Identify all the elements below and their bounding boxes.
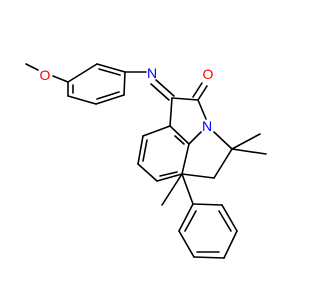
bond-methyl-1	[231, 133, 261, 150]
bond-fused-6	[142, 125, 171, 137]
bond-fused-2	[181, 143, 190, 175]
bond-anisole-double-2	[96, 91, 120, 100]
bond-ch2-quaternary	[181, 173, 215, 179]
diagram-background	[0, 0, 300, 300]
bond-carbonyl-1	[197, 85, 208, 101]
carbonyl-oxygen-label: O	[203, 66, 214, 82]
bond-fused-1	[169, 125, 190, 145]
bond-anisole-double-1	[98, 68, 121, 76]
bond-fused-5	[137, 135, 144, 165]
bond-carbonyl-ring-n	[197, 99, 207, 120]
ring-nitrogen-label: N	[202, 118, 212, 134]
bond-phenyl-2	[221, 204, 238, 232]
bond-anisole-4	[95, 94, 125, 105]
bond-methyl-methoxy	[25, 63, 39, 71]
bond-quaternary-methyl	[161, 173, 183, 206]
bond-methoxy-phenyl	[52, 75, 69, 83]
bonds	[25, 63, 267, 259]
bond-fused-4	[137, 163, 158, 182]
bond-ring-n-gem-dimethyl-carbon	[213, 131, 233, 150]
bond-anisole-3	[123, 71, 126, 96]
bond-imine-2	[150, 83, 170, 101]
bond-anisole-5	[67, 95, 97, 105]
bond-phenyl-6	[178, 203, 194, 232]
bond-phenyl-5	[178, 230, 195, 258]
bond-phenyl-double-1	[218, 210, 232, 232]
bond-carbonyl-2	[192, 82, 203, 98]
molecule-structure-diagram: O N O N	[0, 0, 300, 300]
bond-quaternary-phenyl	[181, 173, 194, 205]
bond-anisole-2	[96, 63, 126, 73]
bond-fused-double-2	[159, 171, 178, 177]
bond-fused-3	[156, 173, 183, 182]
methoxy-oxygen-label: O	[40, 67, 51, 83]
bond-anisole-1	[67, 63, 98, 83]
bond-imine-carbon-aromatic	[169, 97, 173, 127]
bond-fused-double-3	[142, 139, 148, 162]
bond-imine-carbon-carbonyl	[171, 97, 199, 101]
bond-phenyl-1	[192, 203, 223, 206]
bond-phenyl-4	[193, 256, 225, 259]
imine-nitrogen-label: N	[147, 65, 157, 81]
bond-fused-double-1	[174, 135, 185, 145]
bond-phenyl-3	[223, 230, 238, 259]
bond-methyl-2	[231, 148, 267, 155]
bond-ring-n-aromatic	[188, 131, 202, 145]
bond-gem-carbon-ch2	[213, 148, 233, 179]
bond-imine-1	[155, 79, 175, 97]
bond-phenyl-double-3	[184, 210, 197, 232]
